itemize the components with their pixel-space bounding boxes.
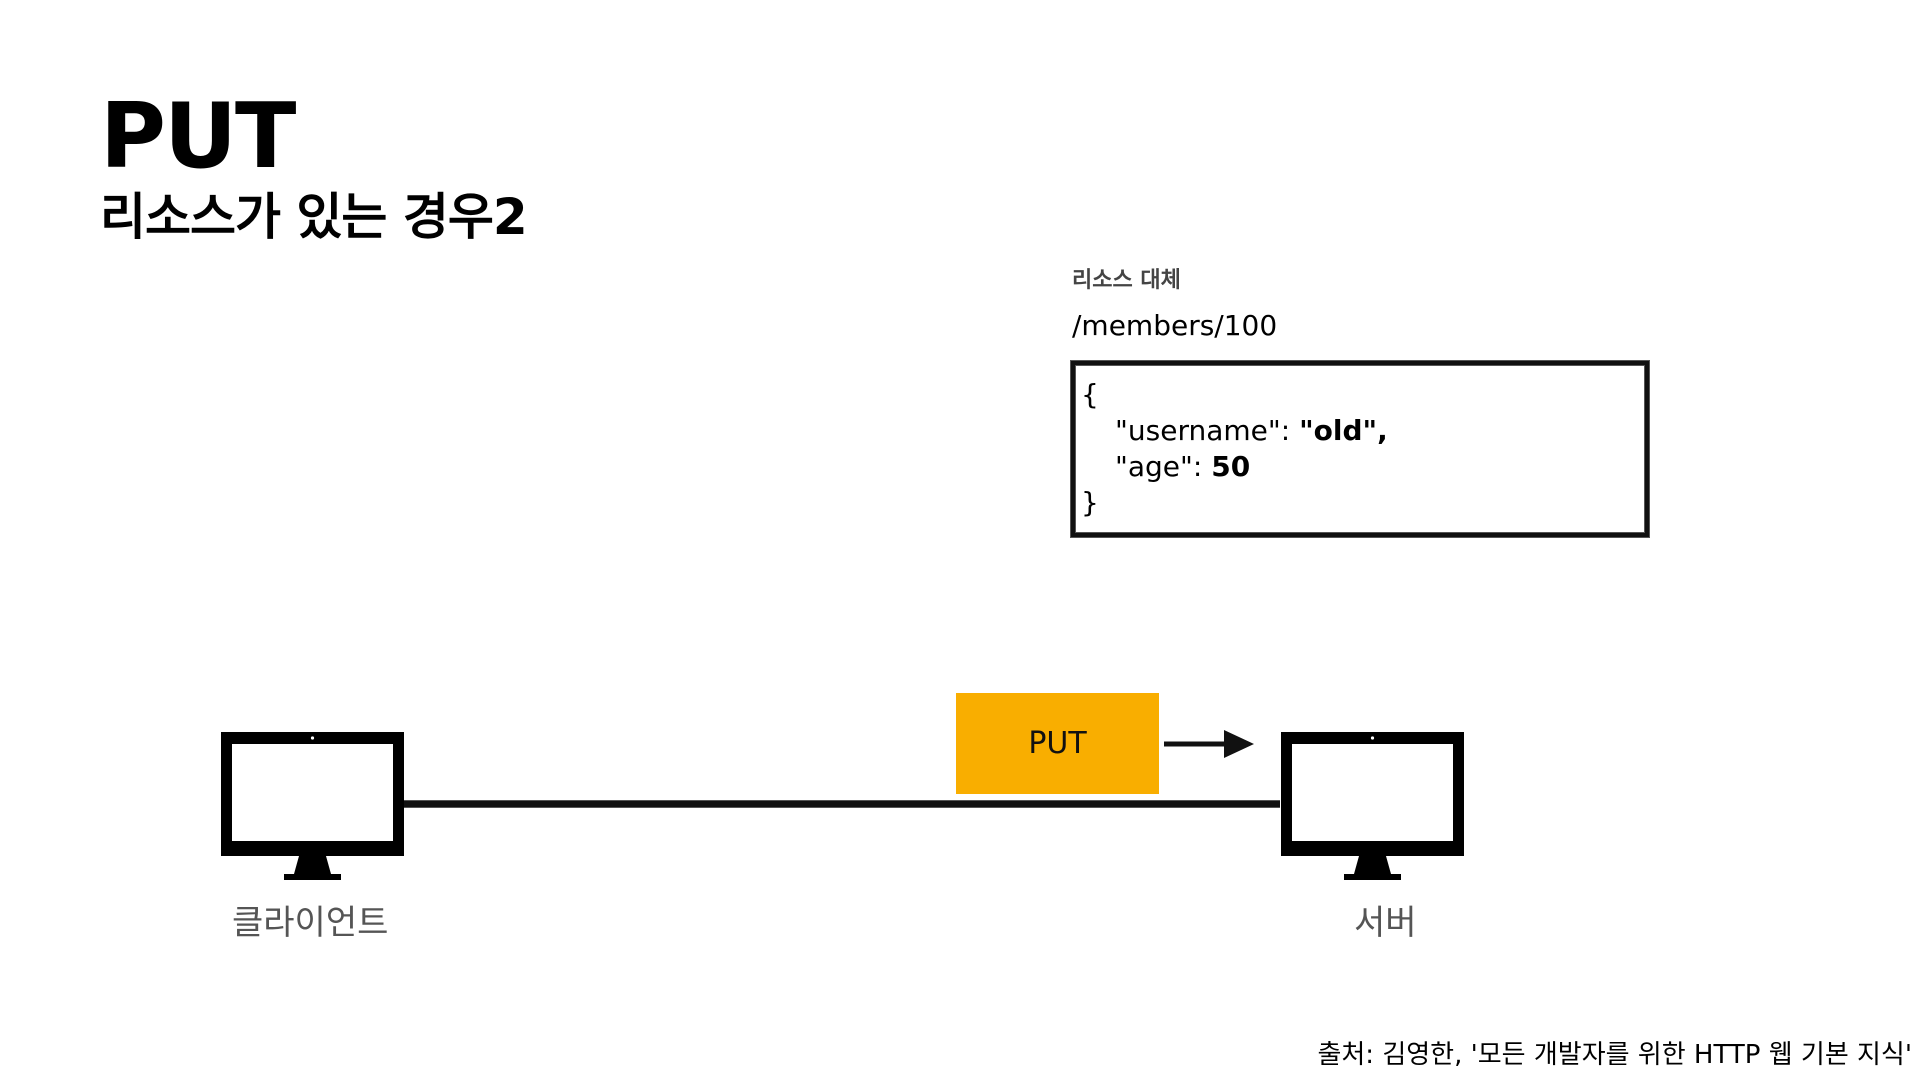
request-path: /members/100 (1072, 309, 1278, 342)
put-method-box: PUT (956, 693, 1159, 794)
network-connection-line (404, 801, 1280, 807)
json-username-line: "username": "old", (1115, 417, 1388, 445)
slide-subtitle: 리소스가 있는 경우2 (100, 188, 528, 246)
request-body-box: { "username": "old", "age": 50 } (1071, 361, 1649, 537)
json-username-value: "old", (1299, 414, 1388, 447)
server-monitor-icon (1281, 732, 1464, 880)
arrow-right-icon (1164, 730, 1254, 758)
server-label: 서버 (1354, 903, 1417, 943)
json-open-brace: { (1081, 378, 1099, 411)
json-age-line: "age": 50 (1115, 453, 1250, 481)
json-username-key: "username": (1115, 414, 1300, 447)
client-monitor-icon (221, 732, 404, 880)
resource-replace-caption: 리소스 대체 (1072, 268, 1181, 293)
json-age-value: 50 (1211, 450, 1251, 483)
client-label: 클라이언트 (232, 903, 389, 943)
json-age-key: "age": (1115, 450, 1212, 483)
json-close-brace: } (1081, 486, 1099, 519)
put-method-label: PUT (1028, 726, 1087, 761)
source-credit: 출처: 김영한, '모든 개발자를 위한 HTTP 웹 기본 지식' (1317, 1040, 1912, 1070)
slide-title: PUT (100, 84, 296, 189)
